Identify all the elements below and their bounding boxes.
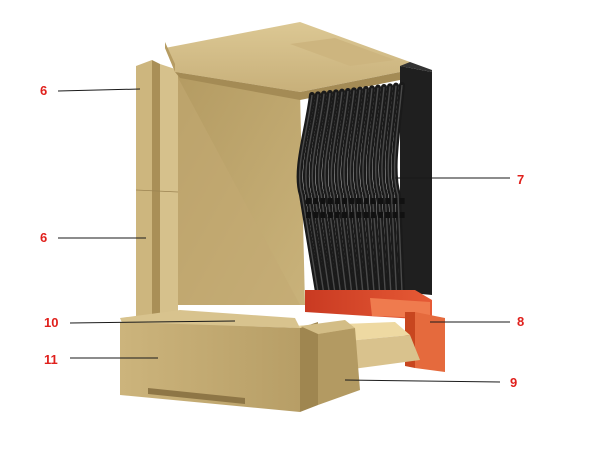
water-tube-highlight	[362, 88, 375, 293]
base-block-right	[300, 322, 318, 412]
callout-6-upper-leader	[57, 88, 141, 92]
roof-lip	[290, 38, 395, 66]
rear-casing	[400, 66, 432, 295]
tube-header-fitting	[306, 212, 311, 218]
tube-header-fitting	[327, 198, 333, 204]
tube-header-fitting	[385, 198, 391, 204]
water-tube-highlight	[330, 91, 347, 293]
roof-front-edge	[165, 42, 175, 72]
water-tube-highlight	[298, 94, 319, 293]
water-tube-highlight	[343, 90, 358, 293]
tube-header-fitting	[399, 198, 405, 204]
tube-header-fitting	[370, 198, 376, 204]
tube-header-fitting	[334, 212, 340, 218]
water-tube-highlight	[387, 85, 398, 293]
water-tube-wall	[296, 82, 405, 295]
tube-header-fitting	[363, 212, 369, 218]
tube-header-fitting	[342, 198, 347, 204]
tube-header-fitting	[320, 198, 326, 204]
tube-header-fitting	[342, 212, 347, 218]
callout-6-lower-label: 6	[40, 230, 47, 245]
tube-header-fitting	[349, 198, 355, 204]
roof-underside	[175, 72, 400, 100]
refractory-block-front	[415, 312, 445, 372]
tube-header-fitting	[399, 212, 405, 218]
base-block-front	[120, 322, 300, 412]
water-tube-highlight	[374, 86, 386, 293]
tube-header-fitting	[392, 198, 398, 204]
tube-header-fitting	[385, 212, 391, 218]
tube-header-fitting	[349, 212, 355, 218]
water-tube-highlight	[368, 87, 381, 293]
tube-header-fitting	[363, 198, 369, 204]
tube-header-fitting	[370, 212, 376, 218]
base-block-foot-notch	[148, 388, 245, 404]
callout-8-label: 8	[517, 314, 524, 329]
roof-top	[165, 22, 410, 92]
tube-header-fitting	[313, 212, 319, 218]
water-tube-highlight	[336, 90, 353, 293]
back-wall-shade	[175, 72, 300, 305]
water-tube-highlight	[311, 93, 330, 293]
front-ledge-top	[300, 320, 355, 334]
water-tube-highlight	[349, 89, 364, 293]
tube-header-fitting	[378, 198, 383, 204]
callout-10-leader	[69, 320, 236, 324]
water-tube-highlight	[317, 92, 336, 293]
tube-header-fitting	[334, 198, 340, 204]
column-seam	[135, 189, 179, 193]
water-tube-highlight	[305, 94, 325, 293]
tube-header-fitting	[356, 198, 362, 204]
callout-layer: 6 6 7 8 9 10 11	[40, 83, 524, 390]
rear-casing-top	[400, 62, 432, 72]
callout-10-label: 10	[44, 315, 58, 330]
callout-11-label: 11	[44, 352, 58, 367]
tube-header-fitting	[327, 212, 333, 218]
tube-header-fitting	[378, 212, 383, 218]
left-column-outer	[136, 60, 152, 325]
water-tube-highlight	[355, 88, 370, 293]
tube-header-fitting	[392, 212, 398, 218]
callout-7-label: 7	[517, 172, 524, 187]
tube-header-fitting	[306, 198, 311, 204]
left-column-outer-edge	[152, 60, 160, 320]
water-tube-highlight	[324, 92, 342, 293]
left-column-inner	[160, 64, 178, 320]
water-tube-highlight	[381, 86, 392, 293]
tube-header-fitting	[356, 212, 362, 218]
water-tube-highlight	[393, 84, 403, 293]
callout-9-leader	[344, 379, 501, 383]
tube-header-fitting	[320, 212, 326, 218]
callout-9-label: 9	[510, 375, 517, 390]
front-ledge-slope	[318, 328, 360, 405]
tube-header-fitting	[313, 198, 319, 204]
callout-6-upper-label: 6	[40, 83, 47, 98]
